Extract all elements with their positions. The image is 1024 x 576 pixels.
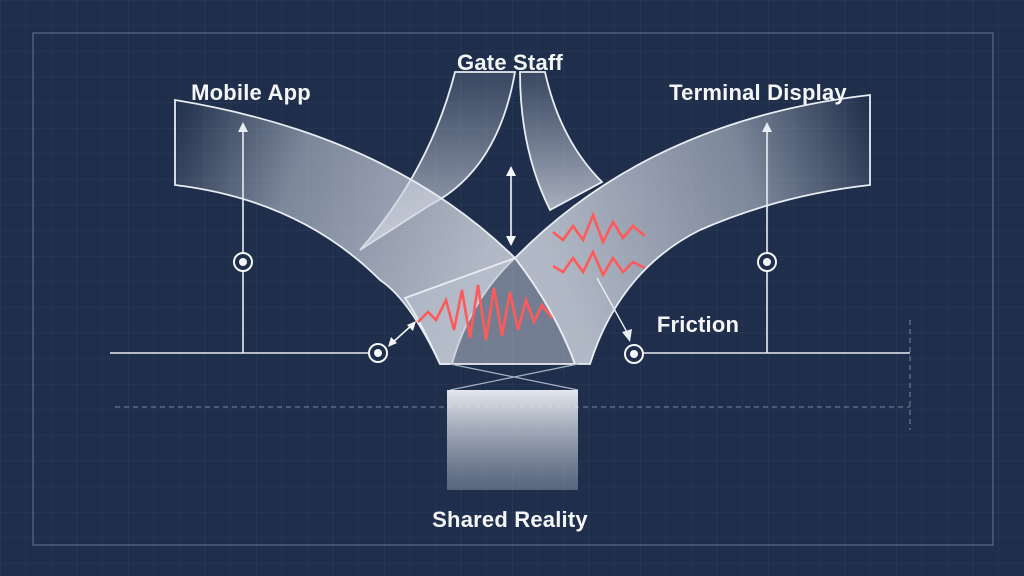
arrow-up-icon	[238, 122, 248, 132]
label-gate-staff: Gate Staff	[457, 50, 563, 75]
gate-staff-band-right	[519, 71, 604, 212]
friction-zigzag-large	[417, 284, 554, 341]
label-friction: Friction	[656, 312, 740, 337]
connector-line	[449, 363, 579, 391]
friction-zigzag-upper	[552, 211, 646, 246]
friction-zigzag-lower	[552, 248, 646, 278]
label-shared-reality: Shared Reality	[432, 507, 588, 532]
frame-border	[32, 32, 994, 546]
double-arrow-heads-icon	[506, 166, 516, 246]
diagonal-double-arrow	[391, 324, 413, 344]
label-terminal-display: Terminal Display	[669, 80, 847, 105]
arrow-up-icon	[762, 122, 772, 132]
label-mobile-app: Mobile App	[191, 80, 311, 105]
double-arrow-heads-icon	[388, 321, 416, 347]
shared-reality-column	[447, 390, 578, 490]
arrow-down-icon	[622, 329, 632, 342]
friction-pointer	[596, 277, 629, 335]
